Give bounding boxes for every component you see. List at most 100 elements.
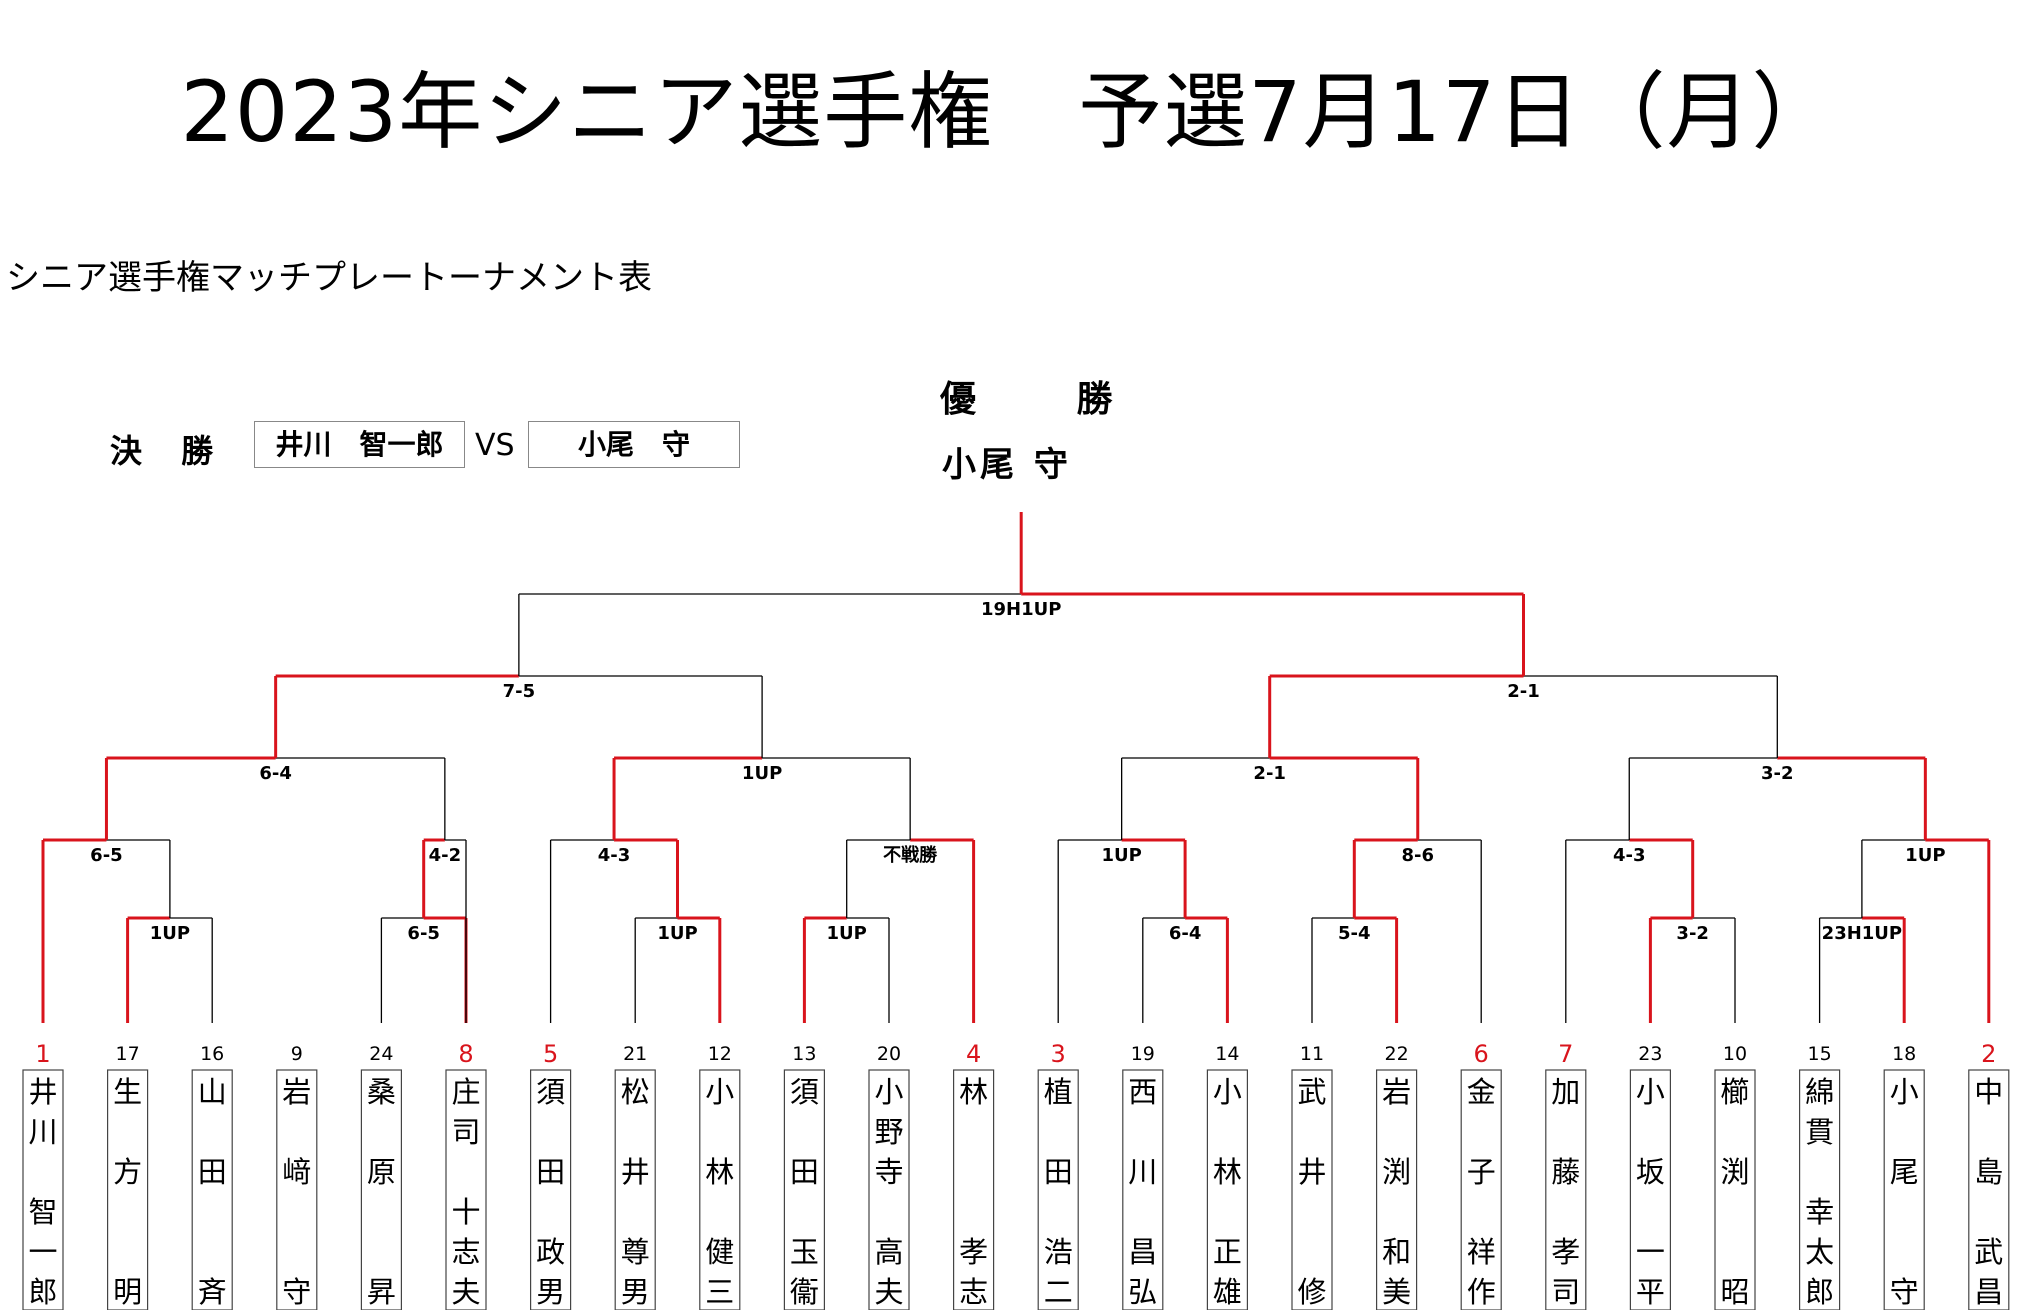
player-name-char: 健 — [705, 1235, 734, 1269]
match-score-g2a: 1UP — [657, 923, 697, 944]
page-subtitle: シニア選手権マッチプレートーナメント表 — [6, 258, 652, 298]
match-score-q3: 2-1 — [1253, 763, 1286, 784]
match-score-s2: 2-1 — [1507, 681, 1540, 702]
player-name-char: 一 — [1636, 1235, 1665, 1269]
player-name-char: 生 — [113, 1075, 142, 1109]
player-name-box — [1798, 1069, 1841, 1310]
player-name-char: 男 — [536, 1275, 565, 1309]
player-name-char: 小 — [1213, 1075, 1242, 1109]
player-seed: 5 — [543, 1040, 558, 1068]
player-name-box — [191, 1069, 233, 1310]
page-title: 2023年シニア選手権 予選7月17日（月） — [180, 63, 1837, 161]
player-name-char: 幸 — [1805, 1195, 1834, 1229]
player-seed: 24 — [369, 1043, 393, 1065]
player-name-char: 桑 — [367, 1075, 396, 1109]
player-name-box — [1375, 1069, 1418, 1310]
player-name-box — [276, 1069, 318, 1310]
player-name-box — [952, 1069, 995, 1310]
match-score-f: 19H1UP — [981, 599, 1061, 620]
player-name-box — [1714, 1069, 1756, 1310]
player-name-char: 孝 — [1551, 1235, 1580, 1269]
player-name-char: 作 — [1467, 1275, 1496, 1309]
player-name-char: 郎 — [1805, 1275, 1834, 1309]
player-name-char: 十 — [451, 1195, 480, 1229]
match-score-h2: 4-2 — [429, 845, 462, 866]
player-name-char: 志 — [451, 1235, 480, 1269]
player-name-char: 櫛 — [1720, 1075, 1749, 1109]
player-seed: 8 — [458, 1040, 473, 1068]
player-seed: 4 — [966, 1040, 981, 1068]
player-name-box — [614, 1069, 656, 1310]
player-name-char: 田 — [198, 1155, 227, 1189]
match-score-g4b: 23H1UP — [1822, 923, 1902, 944]
player-name-char: 田 — [1044, 1155, 1073, 1189]
match-score-h7: 4-3 — [1613, 845, 1646, 866]
player-name-box — [529, 1069, 572, 1310]
player-name-char: 川 — [1128, 1155, 1157, 1189]
player-name-box — [1206, 1069, 1249, 1310]
player-name-char: 二 — [1044, 1275, 1073, 1309]
player-seed: 11 — [1300, 1043, 1324, 1065]
match-score-g1b: 6-5 — [407, 923, 440, 944]
player-name-char: 政 — [536, 1235, 565, 1269]
player-name-char: 昇 — [367, 1275, 396, 1309]
player-name-box — [868, 1069, 910, 1310]
player-seed: 22 — [1385, 1043, 1409, 1065]
player-name-char: 浩 — [1044, 1235, 1073, 1269]
player-name-char: 美 — [1382, 1275, 1411, 1309]
player-name-char: 井 — [28, 1075, 57, 1109]
player-name-char: 渕 — [1382, 1155, 1411, 1189]
player-name-char: 岩 — [1382, 1075, 1411, 1109]
player-seed: 9 — [291, 1043, 303, 1065]
player-name-char: 守 — [1890, 1275, 1919, 1309]
match-score-g1a: 1UP — [150, 923, 190, 944]
player-name-char: 山 — [198, 1075, 227, 1109]
player-name-char: 三 — [705, 1275, 734, 1309]
player-name-box — [1883, 1069, 1925, 1310]
match-score-s1: 7-5 — [503, 681, 536, 702]
match-score-h6: 8-6 — [1401, 845, 1434, 866]
player-name-char: 綿 — [1805, 1075, 1834, 1109]
player-name-char: 林 — [959, 1075, 988, 1109]
player-name-char: 祥 — [1467, 1235, 1496, 1269]
player-name-char: 昭 — [1720, 1275, 1749, 1309]
match-score-h3: 4-3 — [598, 845, 631, 866]
final-player-left: 井川 智一郎 — [254, 421, 465, 468]
player-name-char: 小 — [705, 1075, 734, 1109]
player-name-char: 林 — [1213, 1155, 1242, 1189]
player-name-char: 﨑 — [282, 1155, 311, 1189]
player-name-char: 中 — [1974, 1075, 2003, 1109]
match-score-h8: 1UP — [1905, 845, 1945, 866]
player-name-char: 玉 — [790, 1235, 819, 1269]
player-name-char: 守 — [282, 1275, 311, 1309]
player-name-char: 一 — [28, 1235, 57, 1269]
match-score-g3a: 6-4 — [1169, 923, 1202, 944]
player-name-char: 志 — [959, 1275, 988, 1309]
player-name-char: 智 — [28, 1195, 57, 1229]
player-name-char: 原 — [367, 1155, 396, 1189]
player-name-char: 藤 — [1551, 1155, 1580, 1189]
player-name-char: 井 — [1297, 1155, 1326, 1189]
player-name-char: 平 — [1636, 1275, 1665, 1309]
match-score-q4: 3-2 — [1761, 763, 1794, 784]
player-seed: 14 — [1215, 1043, 1239, 1065]
player-name-char: 司 — [1551, 1275, 1580, 1309]
match-score-g2b: 1UP — [827, 923, 867, 944]
player-name-char: 西 — [1128, 1075, 1157, 1109]
player-name-box — [1037, 1069, 1079, 1310]
final-label: 決 勝 — [110, 432, 228, 470]
player-name-char: 武 — [1297, 1075, 1326, 1109]
player-seed: 23 — [1638, 1043, 1662, 1065]
player-name-char: 小 — [874, 1075, 903, 1109]
player-name-char: 子 — [1467, 1155, 1496, 1189]
player-name-char: 夫 — [874, 1275, 903, 1309]
player-name-box — [699, 1069, 741, 1310]
match-score-h5: 1UP — [1101, 845, 1141, 866]
player-name-box — [445, 1069, 487, 1310]
player-name-box — [360, 1069, 402, 1310]
player-name-char: 加 — [1551, 1075, 1580, 1109]
match-score-q1: 6-4 — [259, 763, 292, 784]
player-name-char: 貫 — [1805, 1115, 1834, 1149]
player-name-char: 明 — [113, 1275, 142, 1309]
